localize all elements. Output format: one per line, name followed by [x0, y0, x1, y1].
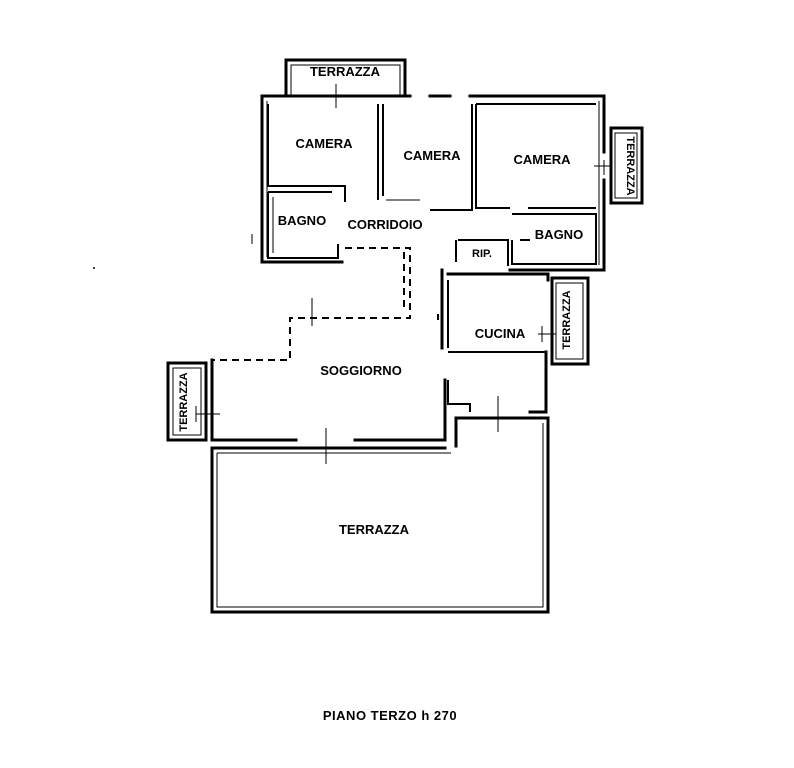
bedroom-wing-walls: [260, 94, 606, 272]
room-label-terrazza-right-upper: TERRAZZA: [624, 136, 636, 195]
terrazza-right-lower-balcony: [550, 276, 590, 366]
room-label-cucina: CUCINA: [475, 326, 526, 341]
room-label-ripostiglio: RIP.: [472, 248, 492, 260]
plan-caption: PIANO TERZO h 270: [323, 708, 457, 723]
room-label-camera-2: CAMERA: [403, 148, 461, 163]
room-label-camera-1: CAMERA: [295, 136, 353, 151]
room-label-bagno-1: BAGNO: [278, 213, 326, 228]
terrazza-left-balcony: [166, 361, 208, 442]
room-label-corridoio: CORRIDOIO: [347, 217, 422, 232]
room-label-camera-3: CAMERA: [513, 152, 571, 167]
stray-mark: [93, 267, 95, 269]
room-label-terrazza-right-lower: TERRAZZA: [561, 290, 573, 349]
room-label-soggiorno: SOGGIORNO: [320, 363, 402, 378]
room-label-bagno-2: BAGNO: [535, 227, 583, 242]
room-label-terrazza-left: TERRAZZA: [178, 372, 190, 431]
door-ticks: [195, 84, 612, 464]
room-label-terrazza-top: TERRAZZA: [310, 64, 381, 79]
living-wing-walls: [210, 268, 550, 614]
dashed-walls: [212, 247, 411, 361]
room-label-terrazza-main: TERRAZZA: [339, 522, 410, 537]
